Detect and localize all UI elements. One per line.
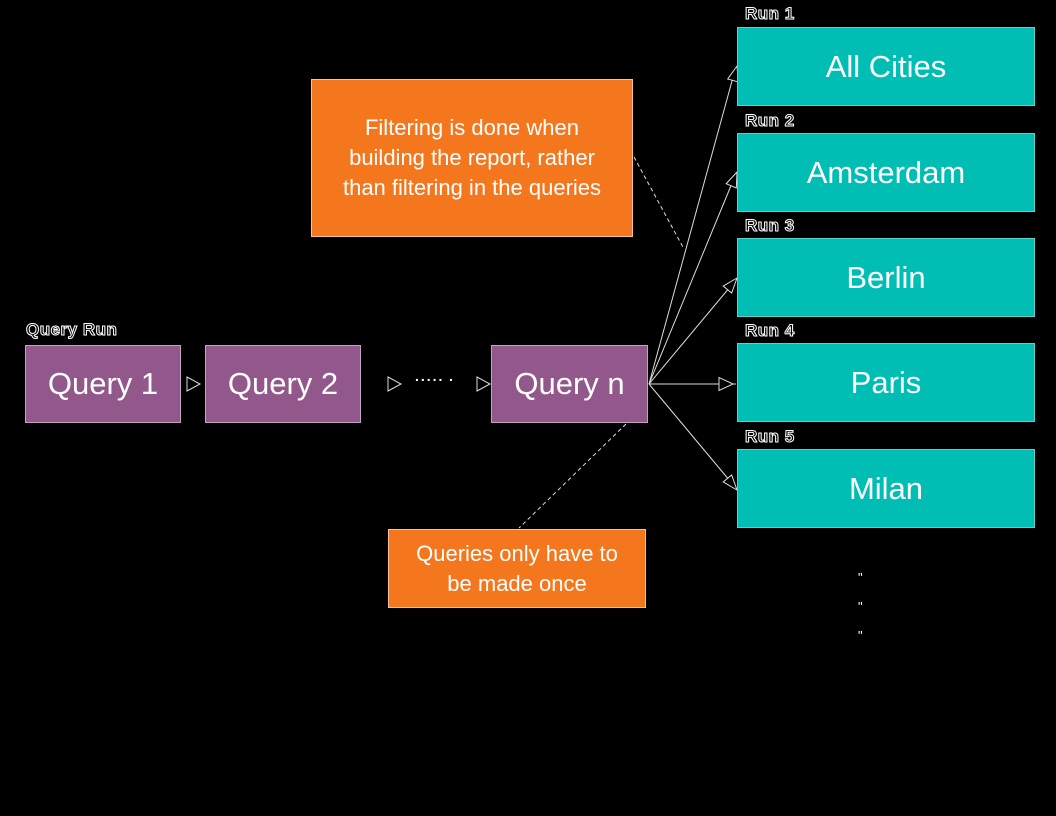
run-1-label: Run 1 <box>745 4 795 24</box>
query-n-box: Query n <box>491 345 648 423</box>
arrow-ellipsis-queryn-icon <box>476 376 492 392</box>
more-runs-marker: " " " <box>858 568 863 655</box>
run-5-label: Run 5 <box>745 427 795 447</box>
more-mark: " <box>858 599 863 614</box>
run-3-label: Run 3 <box>745 216 795 236</box>
line-queryn-to-milan <box>648 383 736 488</box>
line-note-filtering-leader <box>633 156 685 250</box>
note-queries-once: Queries only have to be made once <box>388 529 646 608</box>
chain-ellipsis: ..... <box>415 368 445 384</box>
run-4-label: Run 4 <box>745 321 795 341</box>
run-2-label: Run 2 <box>745 111 795 131</box>
arrowhead-amsterdam-icon <box>725 170 738 189</box>
city-box-all-cities: All Cities <box>737 27 1035 106</box>
city-box-berlin: Berlin <box>737 238 1035 317</box>
more-mark: " <box>858 570 863 585</box>
line-queryn-to-allcities <box>648 69 736 385</box>
query-1-box: Query 1 <box>25 345 181 423</box>
arrowhead-milan-icon <box>722 474 738 492</box>
query-run-label: Query Run <box>25 320 118 340</box>
query-2-box: Query 2 <box>205 345 361 423</box>
line-note-once-leader <box>518 423 627 529</box>
city-box-milan: Milan <box>737 449 1035 528</box>
city-box-paris: Paris <box>737 343 1035 422</box>
line-queryn-to-berlin <box>648 280 736 385</box>
line-queryn-to-amsterdam <box>648 175 736 385</box>
arrowhead-paris-icon <box>718 376 735 392</box>
arrowhead-berlin-icon <box>722 276 738 294</box>
chain-ellipsis-dot: . <box>449 368 455 384</box>
arrow-query1-query2-icon <box>186 376 202 392</box>
arrow-query2-ellipsis-icon <box>387 376 403 392</box>
city-box-amsterdam: Amsterdam <box>737 133 1035 212</box>
note-filtering: Filtering is done when building the repo… <box>311 79 633 237</box>
more-mark: " <box>858 628 863 643</box>
